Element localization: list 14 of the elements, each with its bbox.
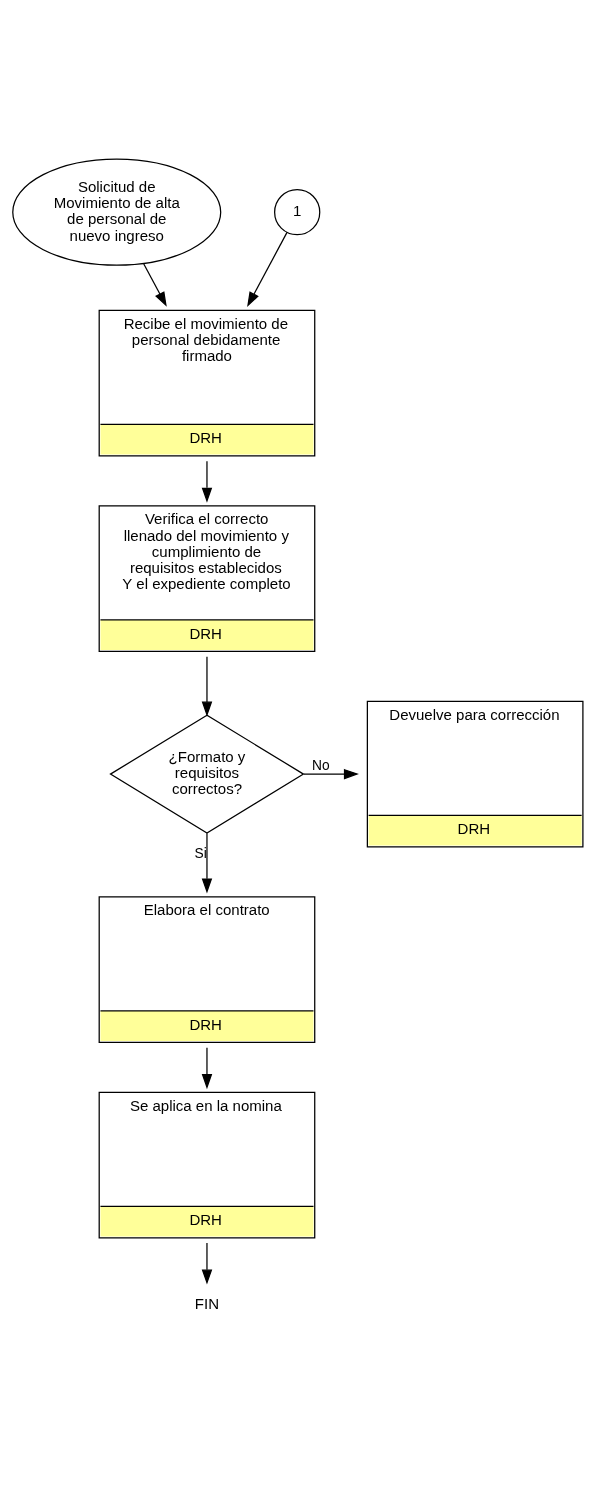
arrow xyxy=(201,832,213,893)
arrow xyxy=(201,460,213,503)
edge-label: Si xyxy=(194,845,207,861)
arrow xyxy=(303,768,359,779)
arrow xyxy=(201,1046,213,1089)
edge-label: No xyxy=(312,757,330,773)
node-diamond: ¿Formato y requisitos correctos? xyxy=(109,713,305,834)
arrow xyxy=(201,655,213,717)
node-text: FIN xyxy=(194,1294,220,1312)
arrow xyxy=(247,231,288,307)
arrow xyxy=(143,262,167,307)
arrow xyxy=(201,1241,213,1285)
node-ellipse: Solicitud de Movimiento de alta de personal de nuevo ingreso xyxy=(12,157,222,266)
node-circle: 1 xyxy=(274,188,321,235)
